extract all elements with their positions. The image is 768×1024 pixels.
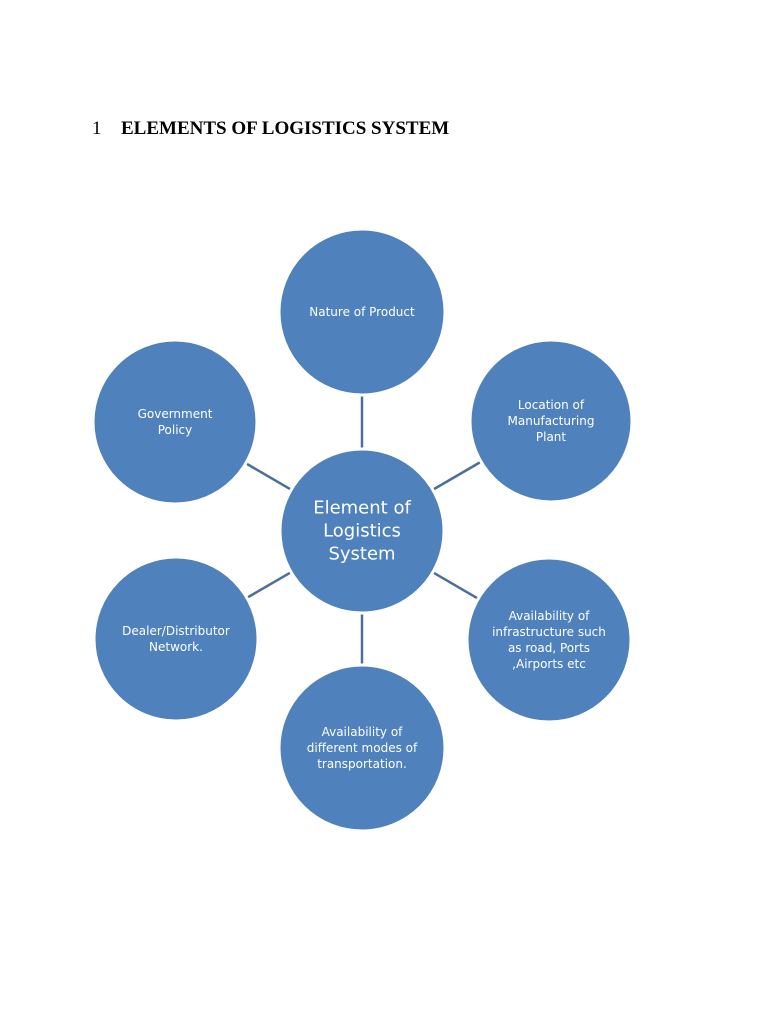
node-availability-of-transport-modes: Availability of different modes of transpo… — [277, 663, 447, 833]
node-dealer-distributor-network-circle — [92, 555, 260, 723]
center-node-label-line: Logistics — [323, 521, 401, 542]
connector-line — [246, 462, 291, 491]
node-availability-of-infrastructure-label-line: infrastructure such — [492, 625, 606, 639]
connector-line — [247, 571, 291, 599]
node-dealer-distributor-network-label-line: Dealer/Distributor — [122, 624, 230, 638]
node-availability-of-infrastructure-label-line: as road, Ports — [508, 641, 590, 655]
center-node-label-line: System — [328, 544, 395, 565]
node-availability-of-transport-modes-label-line: transportation. — [317, 757, 407, 771]
center-node-circle — [278, 447, 446, 615]
node-dealer-distributor-network-label-line: Network. — [149, 640, 203, 654]
node-availability-of-transport-modes-label-line: Availability of — [322, 725, 404, 739]
node-government-policy-label-line: Government — [138, 407, 213, 421]
node-nature-of-product-circle — [277, 227, 447, 397]
node-location-of-manufacturing-plant-label-line: Location of — [518, 398, 585, 412]
node-availability-of-transport-modes-circle — [277, 663, 447, 833]
node-nature-of-product-label-line: Nature of Product — [309, 305, 415, 319]
node-availability-of-infrastructure: Availability of infrastructure such as roa… — [465, 556, 633, 724]
center-node-label-line: Element of — [313, 498, 411, 519]
node-government-policy-circle — [91, 338, 259, 506]
node-availability-of-infrastructure-circle — [465, 556, 633, 724]
section-number: 1 — [92, 118, 102, 139]
section-title: ELEMENTS OF LOGISTICS SYSTEM — [121, 118, 450, 139]
node-location-of-manufacturing-plant-circle — [468, 338, 634, 504]
node-government-policy-label-line: Policy — [158, 423, 193, 437]
node-availability-of-infrastructure-label-line: Availability of — [509, 609, 591, 623]
connector-line — [433, 461, 481, 491]
node-nature-of-product: Nature of Product — [277, 227, 447, 397]
node-availability-of-transport-modes-label-line: different modes of — [307, 741, 418, 755]
section-heading: 1 ELEMENTS OF LOGISTICS SYSTEM — [92, 118, 449, 140]
node-availability-of-infrastructure-label-line: ,Airports etc — [512, 657, 586, 671]
node-location-of-manufacturing-plant-label-line: Plant — [536, 430, 567, 444]
connector-line — [433, 571, 478, 600]
node-location-of-manufacturing-plant-label-line: Manufacturing — [508, 414, 595, 428]
connectors — [246, 396, 481, 664]
